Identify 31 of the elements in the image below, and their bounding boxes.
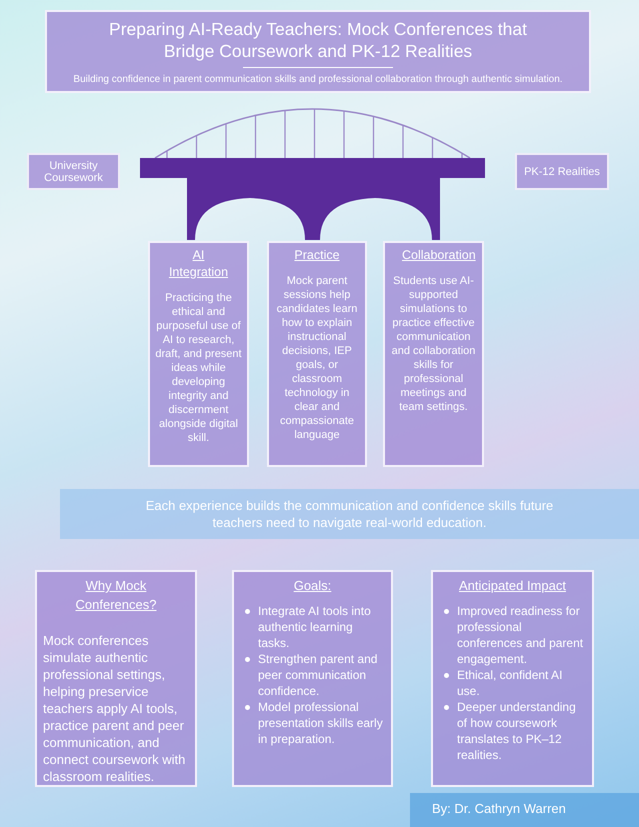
bullet-text: Model professional presentation skills early in preparation. (258, 700, 383, 746)
card-heading: Why Mock Conferences? (74, 577, 158, 614)
info-card (431, 570, 594, 787)
title-banner (45, 10, 591, 93)
author-credit: By: Dr. Cathryn Warren (432, 801, 566, 816)
info-card (232, 570, 393, 787)
label-text: University Coursework (43, 160, 104, 184)
card-heading: Anticipated Impact (458, 577, 567, 595)
info-card (267, 241, 367, 467)
card-heading: Goals: (292, 577, 332, 595)
subtitle-text: Building confidence in parent communication skills and professional collaboration through authentic simulation. (72, 74, 564, 85)
info-card (35, 570, 197, 787)
label-text: PK-12 Realities (524, 166, 600, 178)
label-box (515, 153, 609, 190)
card-heading: Practice (293, 247, 341, 264)
bullet-text: Strengthen parent and peer communication confidence. (258, 652, 378, 698)
bullet-text: Integrate AI tools into authentic learning tasks. (258, 604, 371, 650)
card-text: Mock conferences simulate authentic professional settings, helping preservice teachers apply AI tools, practice parent and peer communication, and connect coursework with classroom realities. (43, 632, 186, 785)
card-text: Mock parent sessions help candidates learn how to explain instructional decisions, IEP goals, or classroom technology in clear and compassionate language (276, 274, 358, 442)
card-text: Practicing the ethical and purposeful use of AI to research, draft, and present ideas while developing integrity and discernment alongside digital skill. (155, 291, 242, 445)
card-text: Students use AI-supported simulations to practice effective communication and collaboration skills for professional meetings and team settings. (390, 274, 476, 414)
card-heading: Collaboration (401, 247, 477, 264)
card-heading: AI Integration (168, 247, 230, 281)
bullet-text: Ethical, confident AI use. (457, 668, 562, 698)
info-card (148, 241, 249, 467)
bullet-text: Improved readiness for professional conferences and parent engagement. (457, 604, 584, 666)
label-box (27, 153, 120, 190)
bullet-text: Deeper understanding of how coursework translates to PK–12 realities. (457, 700, 576, 762)
banner-text: Each experience builds the communication and confidence skills future teachers need to navigate real-world education. (144, 497, 554, 531)
title-text: Preparing AI-Ready Teachers: Mock Conferences that Bridge Coursework and PK-12 Realities (108, 18, 528, 62)
info-card (383, 241, 484, 467)
